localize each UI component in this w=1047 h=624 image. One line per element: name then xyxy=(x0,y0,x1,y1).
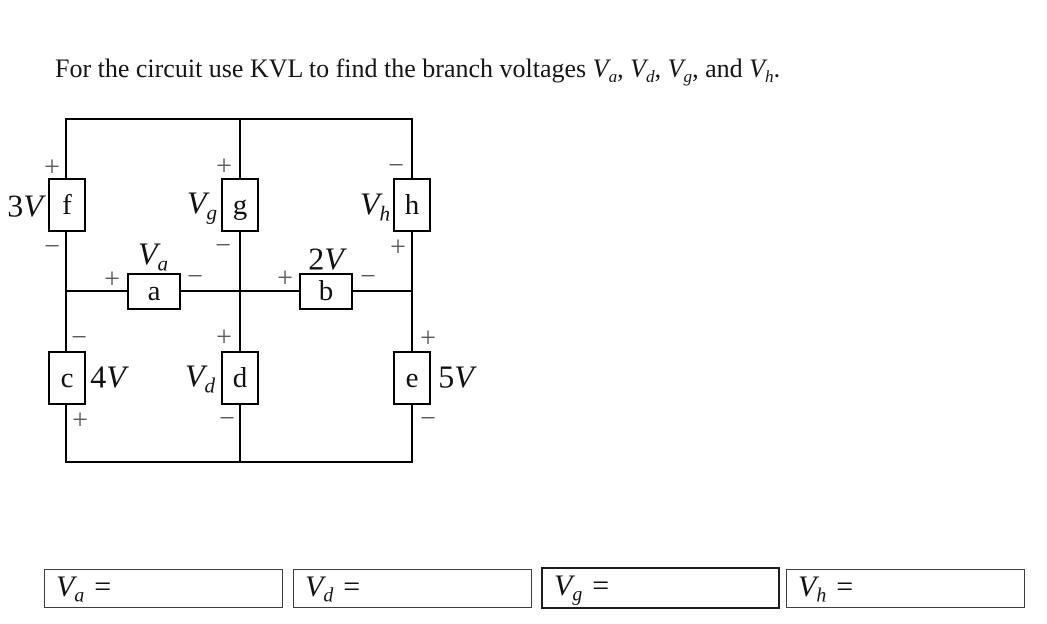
element-d-voltage-label: Vd xyxy=(184,357,216,398)
element-e-voltage-label: 5V xyxy=(438,358,474,395)
element-f-plus-sign: + xyxy=(44,152,60,183)
element-letter-h: h xyxy=(404,188,420,221)
element-letter-a: a xyxy=(147,275,161,307)
element-letter-d: d xyxy=(232,361,248,394)
title-var-vh: Vh. xyxy=(749,54,781,86)
element-g-plus-sign: + xyxy=(216,151,232,182)
answer-input-vg[interactable]: Vg= xyxy=(541,567,780,609)
element-box-c: c xyxy=(48,351,86,405)
element-g-minus-sign: − xyxy=(215,230,231,261)
element-a-voltage-label: Va xyxy=(137,235,169,276)
wire-middle-vertical xyxy=(239,118,241,463)
answer-input-vd[interactable]: Vd= xyxy=(293,569,532,608)
element-c-voltage-label: 4V xyxy=(90,358,126,395)
element-f-voltage-label: 3V xyxy=(7,187,43,224)
element-box-e: e xyxy=(393,351,431,405)
answer-label-va: Va= xyxy=(56,569,112,607)
answer-input-vh[interactable]: Vh= xyxy=(786,569,1025,608)
element-h-minus-sign: − xyxy=(388,150,404,181)
element-h-plus-sign: + xyxy=(390,232,406,263)
title-text: For the circuit use KVL to find the bran… xyxy=(55,54,593,84)
title-var-vd: Vd, xyxy=(630,54,668,86)
element-a-minus-sign: − xyxy=(187,261,203,292)
wire-left-vertical xyxy=(65,118,67,463)
answer-label-vd: Vd= xyxy=(305,569,361,607)
element-box-f: f xyxy=(48,178,86,232)
answer-input-va[interactable]: Va= xyxy=(44,569,283,608)
element-a-plus-sign: + xyxy=(104,264,120,295)
title-var-vg: Vg, and xyxy=(667,54,750,86)
wire-right-vertical xyxy=(411,118,413,463)
element-d-minus-sign: − xyxy=(219,403,235,434)
element-h-voltage-label: Vh xyxy=(359,185,391,226)
element-e-plus-sign: + xyxy=(420,323,436,354)
answer-label-vg: Vg= xyxy=(554,569,610,606)
element-c-minus-sign: − xyxy=(71,322,87,353)
element-box-d: d xyxy=(221,351,259,405)
element-letter-b: b xyxy=(318,275,334,307)
element-g-voltage-label: Vg xyxy=(186,184,218,225)
element-letter-c: c xyxy=(60,361,74,394)
element-b-plus-sign: + xyxy=(277,263,293,294)
element-letter-g: g xyxy=(232,188,248,221)
element-b-voltage-label: 2V xyxy=(308,240,344,277)
element-e-minus-sign: − xyxy=(420,403,436,434)
element-box-g: g xyxy=(221,178,259,232)
element-c-plus-sign: + xyxy=(72,405,88,436)
element-box-h: h xyxy=(393,178,431,232)
element-b-minus-sign: − xyxy=(360,261,376,292)
element-d-plus-sign: + xyxy=(216,322,232,353)
element-letter-f: f xyxy=(62,188,72,221)
problem-statement: For the circuit use KVL to find the bran… xyxy=(42,22,780,88)
answer-label-vh: Vh= xyxy=(798,569,854,607)
element-f-minus-sign: − xyxy=(44,231,60,262)
element-box-b: b xyxy=(299,273,353,310)
element-box-a: a xyxy=(127,273,181,310)
element-letter-e: e xyxy=(405,361,419,394)
title-var-va: Va, xyxy=(592,54,631,86)
